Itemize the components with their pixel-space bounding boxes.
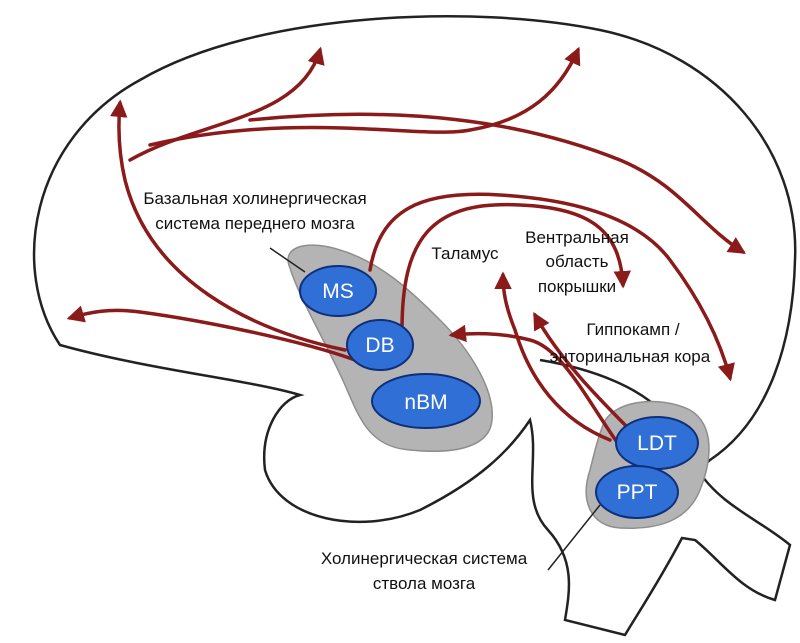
- pathway-cortex-lateral: [368, 192, 735, 382]
- node-ms-label: MS: [322, 280, 354, 303]
- pathway-dorsal-long: [148, 46, 581, 147]
- label-ventral-line3: покрышки: [538, 277, 616, 296]
- label-hippo-line1: Гиппокамп /: [586, 320, 679, 339]
- label-brainstem-line1: Холинергическая система: [321, 549, 528, 568]
- label-basal-line1: Базальная холинергическая: [143, 189, 366, 208]
- label-ventral-line2: область: [546, 252, 609, 271]
- label-hippo-line2: энторинальная кора: [550, 347, 711, 366]
- pathway-to-basal: [448, 324, 642, 472]
- basal-pointer-line: [269, 247, 306, 273]
- pathway-posterior: [248, 112, 746, 254]
- node-ldt: LDT: [615, 416, 699, 470]
- node-db: DB: [346, 319, 414, 371]
- node-nbm-label: nBM: [404, 391, 447, 414]
- pathway-to-thalamus: [494, 271, 612, 442]
- node-db-label: DB: [365, 334, 394, 357]
- pathway-hippocampus: [400, 202, 631, 332]
- pathways: [66, 46, 746, 472]
- node-ppt: PPT: [595, 465, 679, 519]
- pathway-dorsal: [128, 46, 325, 162]
- label-thalamus: Таламус: [431, 244, 499, 263]
- node-ms: MS: [299, 265, 377, 317]
- brainstem-pointer-line: [547, 504, 601, 571]
- label-basal-line2: система переднего мозга: [155, 214, 355, 233]
- node-ldt-label: LDT: [637, 432, 677, 455]
- node-nbm: nBM: [371, 373, 481, 429]
- pathway-frontal-up: [110, 99, 347, 352]
- brain-outline: [32, 15, 797, 637]
- label-ventral-line1: Вентральная: [525, 228, 629, 247]
- label-brainstem-line2: ствола мозга: [373, 574, 476, 593]
- pathway-frontal-down: [66, 305, 357, 362]
- node-ppt-label: PPT: [617, 481, 658, 504]
